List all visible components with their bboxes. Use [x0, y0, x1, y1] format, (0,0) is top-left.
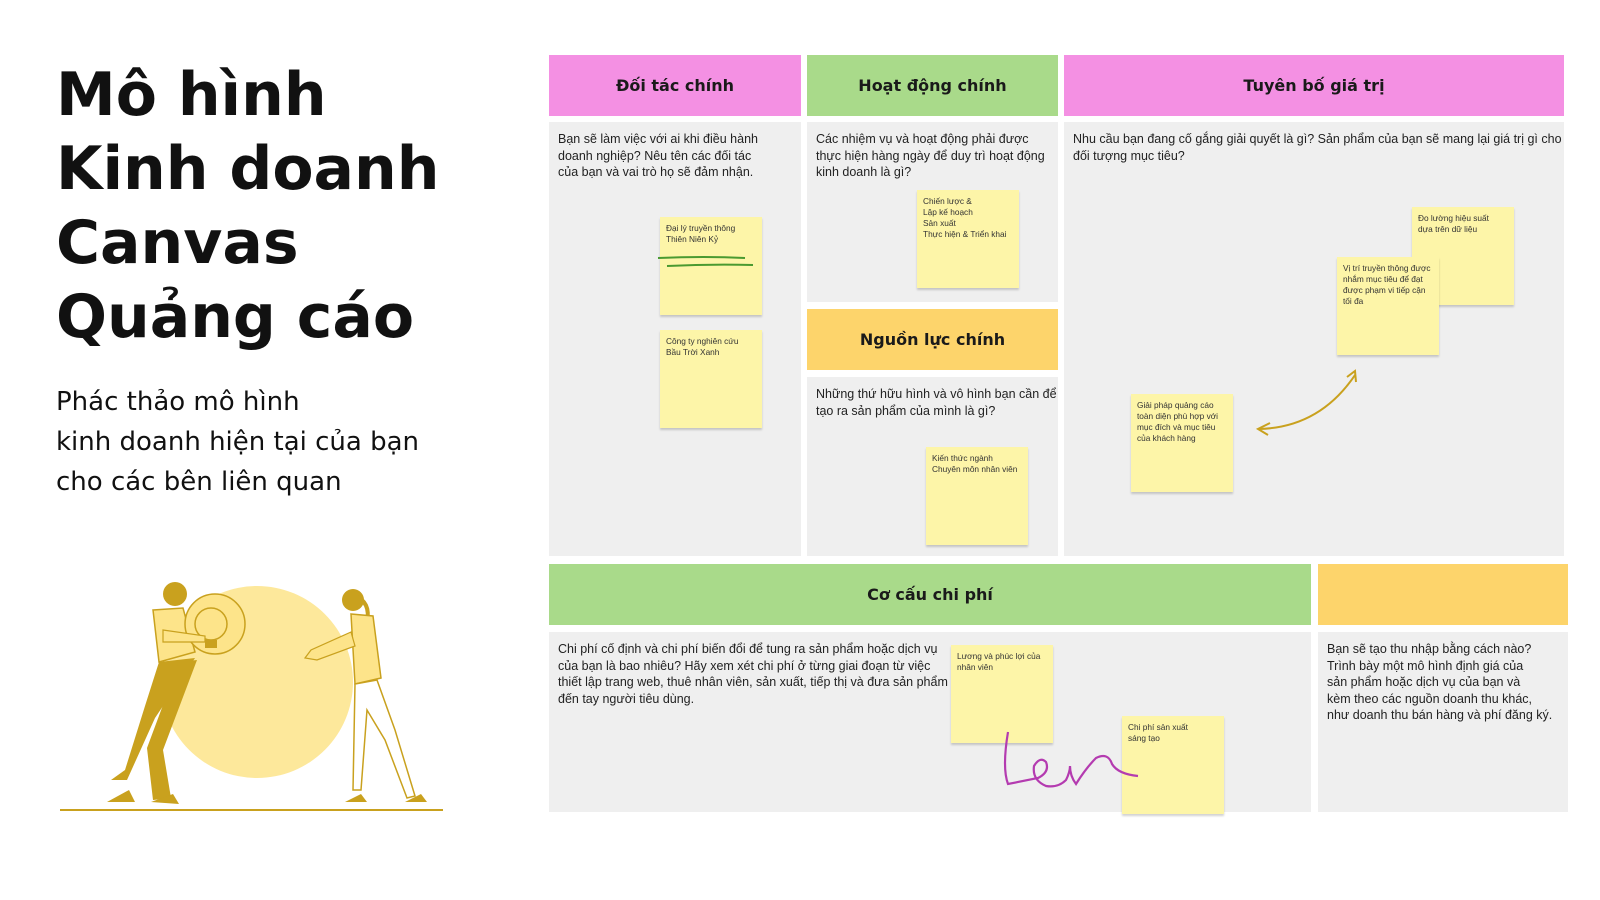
prompt-line: Bạn sẽ làm việc với ai khi điều hành: [558, 132, 758, 146]
right-person-body: [350, 613, 382, 685]
subtitle-line: Phác thảo mô hình: [56, 387, 300, 417]
title-line: Mô hình: [56, 60, 327, 130]
page-subtitle: Phác thảo mô hình kinh doanh hiện tại củ…: [56, 382, 496, 502]
prompt-line: Nhu cầu bạn đang cố gắng giải quyết là g…: [1073, 132, 1562, 146]
prompt-line: doanh nghiệp? Nêu tên các đối tác: [558, 148, 752, 163]
note-line: Vị trí truyền thông được: [1343, 263, 1431, 273]
subtitle-line: kinh doanh hiện tại của bạn: [56, 427, 420, 457]
sticky-note[interactable]: Vị trí truyền thông được nhắm mục tiêu đ…: [1337, 257, 1439, 355]
note-line: dựa trên dữ liệu: [1418, 224, 1478, 234]
left-person-head: [163, 582, 187, 606]
note-line: tối đa: [1343, 296, 1364, 306]
note-line: Bầu Trời Xanh: [666, 347, 720, 357]
sticky-note[interactable]: Giải pháp quảng cáo toàn diện phù hợp vớ…: [1131, 394, 1233, 492]
prompt-line: của bạn và vai trò họ sẽ đảm nhận.: [558, 165, 754, 179]
resources-title: Nguồn lực chính: [859, 330, 1006, 349]
title-line: Kinh doanh: [56, 134, 440, 204]
partners-header: Đối tác chính: [549, 55, 801, 116]
title-line: Canvas: [56, 208, 299, 278]
costs-header: Cơ cấu chi phí: [549, 564, 1311, 625]
note-line: toàn diện phù hợp với: [1137, 411, 1219, 421]
sticky-note[interactable]: Kiến thức ngành Chuyên môn nhân viên: [926, 447, 1028, 545]
sticky-note[interactable]: Chiến lược & Lập kế hoạch Sản xuất Thực …: [917, 190, 1019, 288]
people-pushing-idea-illustration: [60, 582, 443, 811]
note-line: nhắm mục tiêu để đạt: [1343, 274, 1423, 284]
prompt-line: như doanh thu bán hàng và phí đăng ký.: [1327, 708, 1553, 722]
partners-prompt: Bạn sẽ làm việc với ai khi điều hành doa…: [558, 131, 792, 181]
note-line: Lương và phúc lợi của: [957, 651, 1041, 661]
note-line: của khách hàng: [1137, 433, 1196, 443]
sticky-note[interactable]: Công ty nghiên cứu Bầu Trời Xanh: [660, 330, 762, 428]
note-line: Đo lường hiệu suất: [1418, 213, 1489, 223]
revenue-cell: Bạn sẽ tạo thu nhập bằng cách nào? Trình…: [1318, 632, 1568, 812]
prompt-line: thiết lập trang web, thuê nhân viên, sản…: [558, 675, 948, 689]
prompt-line: kèm theo các nguồn doanh thu khác,: [1327, 691, 1533, 706]
sticky-note[interactable]: Chi phí sản xuất sáng tạo: [1122, 716, 1224, 814]
note-line: Công ty nghiên cứu: [666, 336, 739, 346]
note-line: sáng tạo: [1128, 733, 1160, 743]
purple-signature-scribble: [1003, 731, 1139, 788]
prompt-line: Trình bày một mô hình định giá của: [1327, 658, 1524, 673]
title-line: Quảng cáo: [56, 282, 415, 352]
resources-header: Nguồn lực chính: [807, 309, 1058, 370]
prompt-line: đến tay người tiêu dùng.: [558, 691, 695, 706]
note-line: nhân viên: [957, 662, 993, 672]
prompt-line: đối tượng mục tiêu?: [1073, 148, 1185, 163]
costs-prompt: Chi phí cố định và chi phí biến đổi để t…: [558, 641, 1302, 707]
note-line: Chiến lược &: [923, 196, 972, 206]
green-underline-scribble: [657, 256, 754, 267]
prompt-line: Những thứ hữu hình và vô hình bạn cần để: [816, 387, 1057, 401]
costs-title: Cơ cấu chi phí: [867, 585, 993, 604]
sticky-note[interactable]: Lương và phúc lợi của nhân viên: [951, 645, 1053, 743]
prompt-line: thực hiện hàng ngày để duy trì hoạt động: [816, 148, 1045, 163]
right-person-legs: [352, 679, 416, 799]
left-person-leg-2: [147, 660, 197, 800]
note-line: Chuyên môn nhân viên: [932, 464, 1018, 474]
note-line: Đại lý truyền thông: [666, 223, 736, 233]
prompt-line: Chi phí cố định và chi phí biến đổi để t…: [558, 642, 938, 656]
note-line: Giải pháp quảng cáo: [1137, 400, 1214, 410]
activities-prompt: Các nhiệm vụ và hoạt động phải được thực…: [816, 131, 1049, 181]
revenue-prompt: Bạn sẽ tạo thu nhập bằng cách nào? Trình…: [1327, 641, 1559, 724]
note-line: được phạm vi tiếp cận: [1343, 285, 1426, 295]
note-line: Lập kế hoạch: [923, 207, 973, 217]
subtitle-line: cho các bên liên quan: [56, 467, 342, 497]
note-line: Sản xuất: [923, 218, 956, 228]
page-title: Mô hình Kinh doanh Canvas Quảng cáo: [56, 58, 496, 354]
note-line: mục đích và mục tiêu: [1137, 422, 1216, 432]
revenue-header: [1318, 564, 1568, 625]
prompt-line: Bạn sẽ tạo thu nhập bằng cách nào?: [1327, 642, 1532, 656]
value-header: Tuyên bố giá trị: [1064, 55, 1564, 116]
prompt-line: sản phẩm hoặc dịch vụ của bạn và: [1327, 675, 1521, 689]
activities-header: Hoạt động chính: [807, 55, 1058, 116]
prompt-line: Các nhiệm vụ và hoạt động phải được: [816, 132, 1029, 146]
note-line: Thực hiện & Triển khai: [923, 229, 1007, 239]
resources-prompt: Những thứ hữu hình và vô hình bạn cần để…: [816, 386, 1057, 419]
prompt-line: của bạn là bao nhiêu? Hãy xem xét chi ph…: [558, 658, 931, 673]
note-line: Thiên Niên Kỷ: [666, 234, 719, 244]
activities-title: Hoạt động chính: [858, 76, 1007, 95]
prompt-line: kinh doanh là gì?: [816, 165, 912, 179]
value-prompt: Nhu cầu bạn đang cố gắng giải quyết là g…: [1073, 131, 1562, 164]
value-title: Tuyên bố giá trị: [1243, 76, 1385, 95]
double-arrow-scribble: [1255, 369, 1357, 436]
note-line: Kiến thức ngành: [932, 453, 993, 463]
note-line: Chi phí sản xuất: [1128, 722, 1188, 732]
prompt-line: tạo ra sản phẩm của mình là gì?: [816, 403, 996, 418]
right-person-head: [342, 589, 364, 611]
partners-title: Đối tác chính: [615, 76, 735, 95]
